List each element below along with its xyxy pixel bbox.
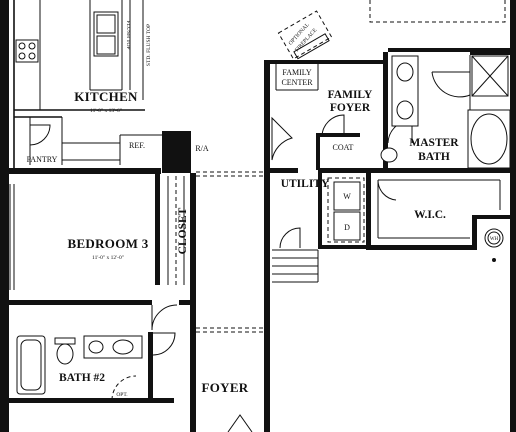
thin-walls <box>9 0 501 333</box>
closet-label: CLOSET <box>177 207 189 254</box>
family-foyer-label-2: FOYER <box>330 102 371 114</box>
family-foyer-door <box>271 116 293 161</box>
coat-label: COAT <box>333 143 354 152</box>
ra-label: R/A <box>195 144 209 153</box>
bath2-door <box>152 332 176 356</box>
washer <box>333 181 361 211</box>
bath2-toilet <box>56 343 74 365</box>
ra-block <box>162 131 191 173</box>
master-bath-label-1: MASTER <box>409 137 459 149</box>
kitchen-bottom-wall <box>9 168 161 174</box>
closet-left-wall <box>155 173 160 285</box>
right-exterior-wall <box>510 0 516 432</box>
dryer-label: D <box>344 223 350 232</box>
labels: KITCHEN 11'-0" x 13'-6" PANTRY REF. R/A … <box>27 21 499 399</box>
corridor-left-wall <box>190 173 196 432</box>
kitchen-sink <box>93 11 119 57</box>
water-heater-label: WH <box>490 237 499 242</box>
ref-label: REF. <box>129 141 145 150</box>
bath2-bottom-wall <box>9 398 174 403</box>
family-center-label-2: CENTER <box>281 78 313 87</box>
master-tub <box>467 109 511 169</box>
family-center-label-1: FAMILY <box>282 68 311 77</box>
range <box>15 39 39 63</box>
utility-door <box>279 227 301 249</box>
utility-label: UTILITY <box>281 178 330 190</box>
bedroom-bottom-wall <box>9 300 152 305</box>
bath2-tub <box>16 335 46 395</box>
master-bath-label-2: BATH <box>418 151 450 163</box>
flush-top-label: FLUSH TOP <box>125 21 131 50</box>
kitchen-label: KITCHEN <box>74 89 138 104</box>
pantry-door <box>29 124 51 146</box>
kitchen-dims: 11'-0" x 13'-6" <box>90 108 122 114</box>
opt-label: OPT. <box>116 392 128 398</box>
pantry-label: PANTRY <box>27 155 58 164</box>
family-foyer-label-1: FAMILY <box>328 89 373 101</box>
fixtures <box>15 0 511 401</box>
washer-label: W <box>343 192 351 201</box>
dryer <box>333 211 361 241</box>
bedroom3-label: BEDROOM 3 <box>67 236 148 251</box>
std-flush-top-label: STD. FLUSH TOP <box>146 24 152 66</box>
wic-label: W.I.C. <box>414 209 446 221</box>
left-exterior-wall <box>0 0 9 432</box>
master-toilet <box>380 147 398 163</box>
corridor-right-wall <box>264 62 270 432</box>
bath2-label: BATH #2 <box>59 372 105 384</box>
foyer-label: FOYER <box>202 380 249 395</box>
bedroom3-dims: 11'-0" x 12'-0" <box>92 255 124 261</box>
bedroom3-door <box>151 304 178 331</box>
